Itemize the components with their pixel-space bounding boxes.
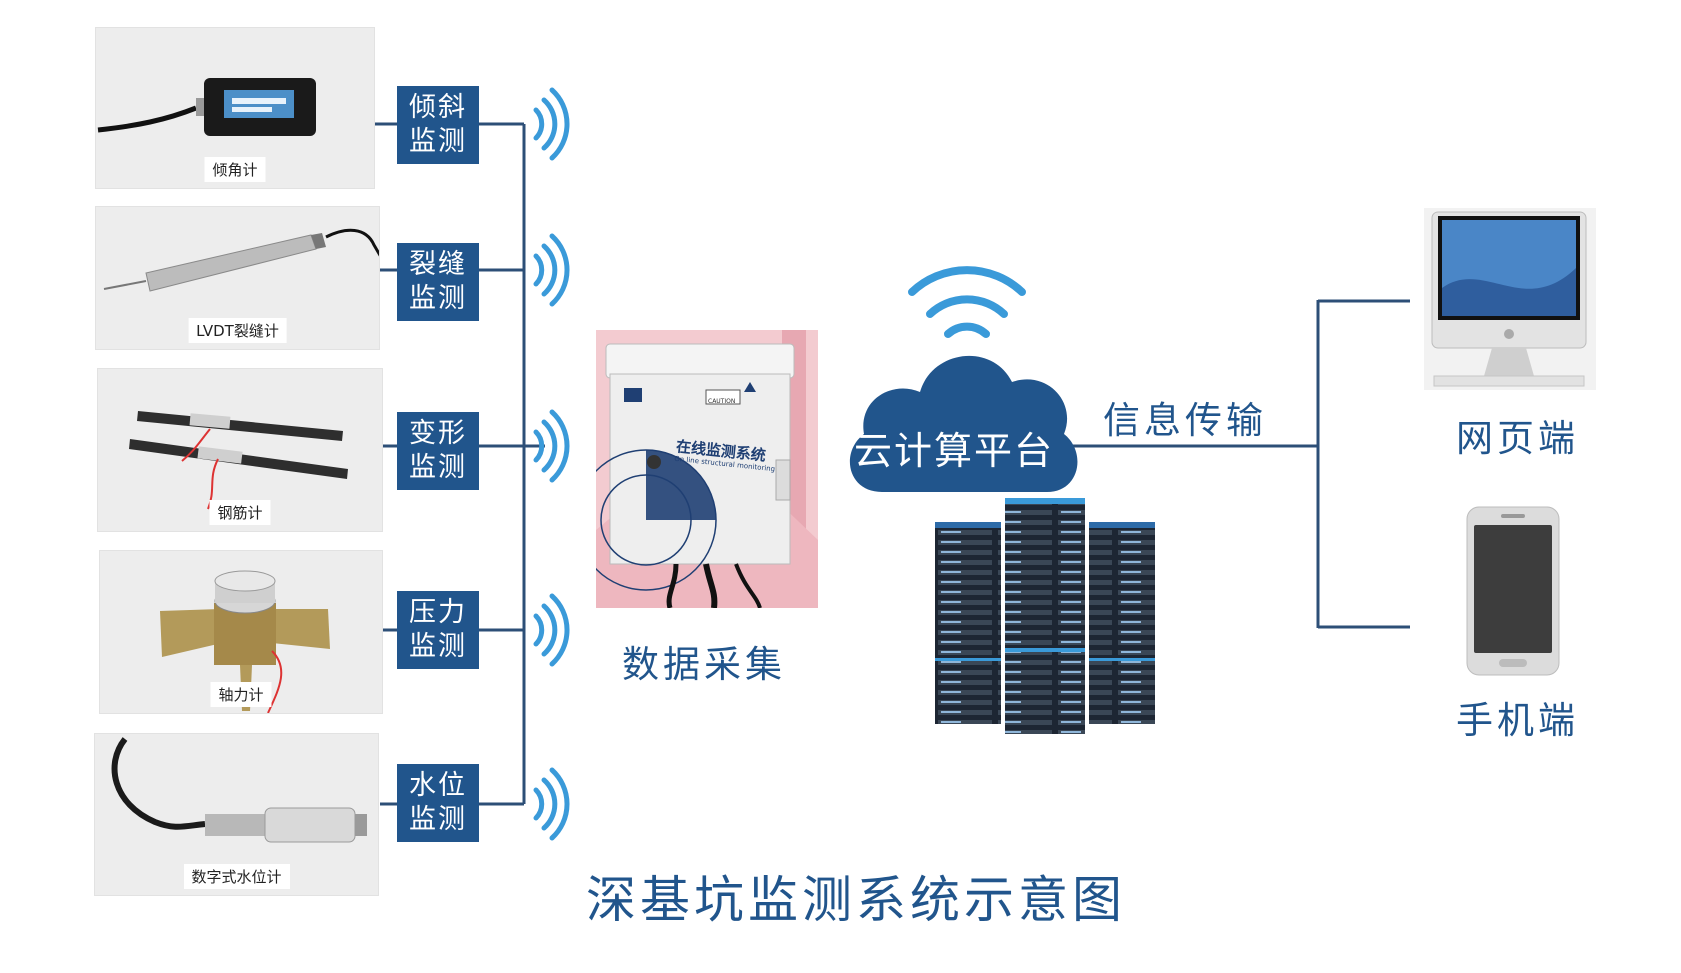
deformation-monitoring-label: 变形监测 [397, 412, 479, 490]
rebar-meter-icon [129, 411, 348, 510]
axial-force-meter-photo: 轴力计 [99, 550, 383, 714]
monitoring-box-icon [596, 330, 818, 608]
mobile-client-label: 手机端 [1456, 699, 1579, 742]
wifi-wave-icon [533, 409, 570, 483]
cloud-icon [849, 266, 1078, 492]
wifi-wave-icon [533, 767, 570, 841]
wifi-wave-icon [533, 593, 570, 667]
mobile-phone-icon [1466, 506, 1560, 676]
water-level-monitoring-label: 水位监测 [397, 764, 479, 842]
axial-force-meter-icon [160, 570, 330, 713]
rebar-meter-photo: 钢筋计 [97, 368, 383, 532]
diagram-title: 深基坑监测系统示意图 [586, 871, 1126, 929]
wifi-wave-icon [533, 233, 570, 307]
caution-text: CAUTION [708, 398, 736, 405]
sensor-caption: LVDT裂缝计 [188, 318, 287, 343]
inclinometer-photo: 倾角计 [95, 27, 375, 189]
water-level-meter-photo: 数字式水位计 [94, 733, 379, 896]
server-rack-icon [935, 498, 1155, 734]
crack-monitoring-label: 裂缝监测 [397, 243, 479, 321]
pressure-monitoring-label: 压力监测 [397, 591, 479, 669]
transmission-label: 信息传输 [1103, 399, 1267, 442]
desktop-computer-icon [1424, 208, 1596, 390]
sensor-caption: 倾角计 [204, 157, 266, 182]
cloud-platform-label: 云计算平台 [854, 429, 1055, 473]
data-collector-photo: 在线监测系统 On line structural monitoring CAU… [596, 330, 818, 608]
sensor-caption: 数字式水位计 [183, 864, 290, 889]
sensor-caption: 轴力计 [210, 682, 272, 707]
sensor-caption: 钢筋计 [209, 500, 271, 525]
lvdt-crack-meter-icon [103, 228, 379, 292]
tilt-monitoring-label: 倾斜监测 [397, 86, 479, 164]
inclinometer-icon [97, 78, 316, 136]
lvdt-photo: LVDT裂缝计 [95, 206, 380, 350]
web-client-label: 网页端 [1456, 417, 1579, 460]
wifi-wave-icon [533, 87, 570, 161]
data-collection-label: 数据采集 [622, 643, 786, 686]
water-level-meter-icon [111, 737, 367, 843]
